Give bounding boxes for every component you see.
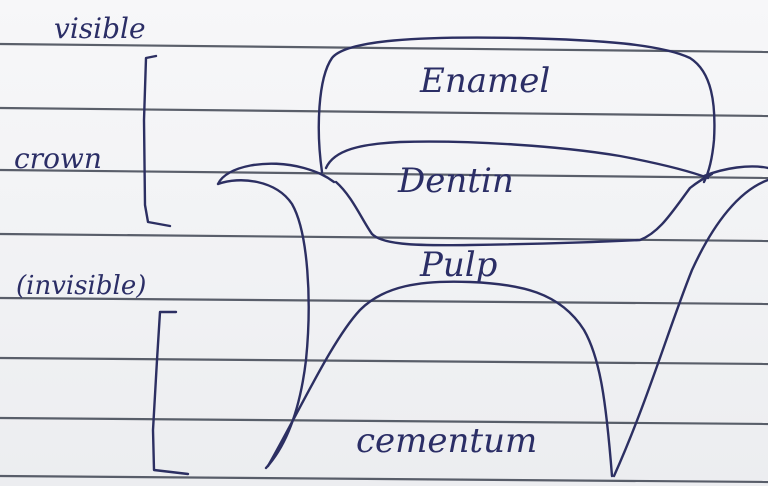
label-visible: visible [54, 12, 146, 45]
label-invisible: (invisible) [16, 271, 146, 301]
label-dentin: Dentin [397, 161, 514, 201]
label-enamel: Enamel [419, 61, 550, 101]
label-pulp: Pulp [419, 245, 497, 285]
dentin-lower-edge [334, 172, 714, 247]
ruled-lines [0, 42, 768, 484]
label-crown: crown [14, 142, 102, 175]
label-cementum: cementum [356, 421, 537, 461]
ruled-line [0, 356, 768, 366]
pulp-outline [266, 280, 614, 478]
crown-bracket [142, 54, 172, 228]
ruled-line [0, 296, 768, 306]
enamel-outline [317, 36, 716, 184]
ruled-line [0, 168, 768, 180]
ruled-line [0, 106, 768, 118]
root-bracket [151, 310, 190, 476]
dentin-outline [324, 140, 710, 180]
ruled-line [0, 474, 768, 484]
ruled-line [0, 42, 768, 54]
outer-root-right [612, 165, 768, 478]
ruled-line [0, 416, 768, 426]
